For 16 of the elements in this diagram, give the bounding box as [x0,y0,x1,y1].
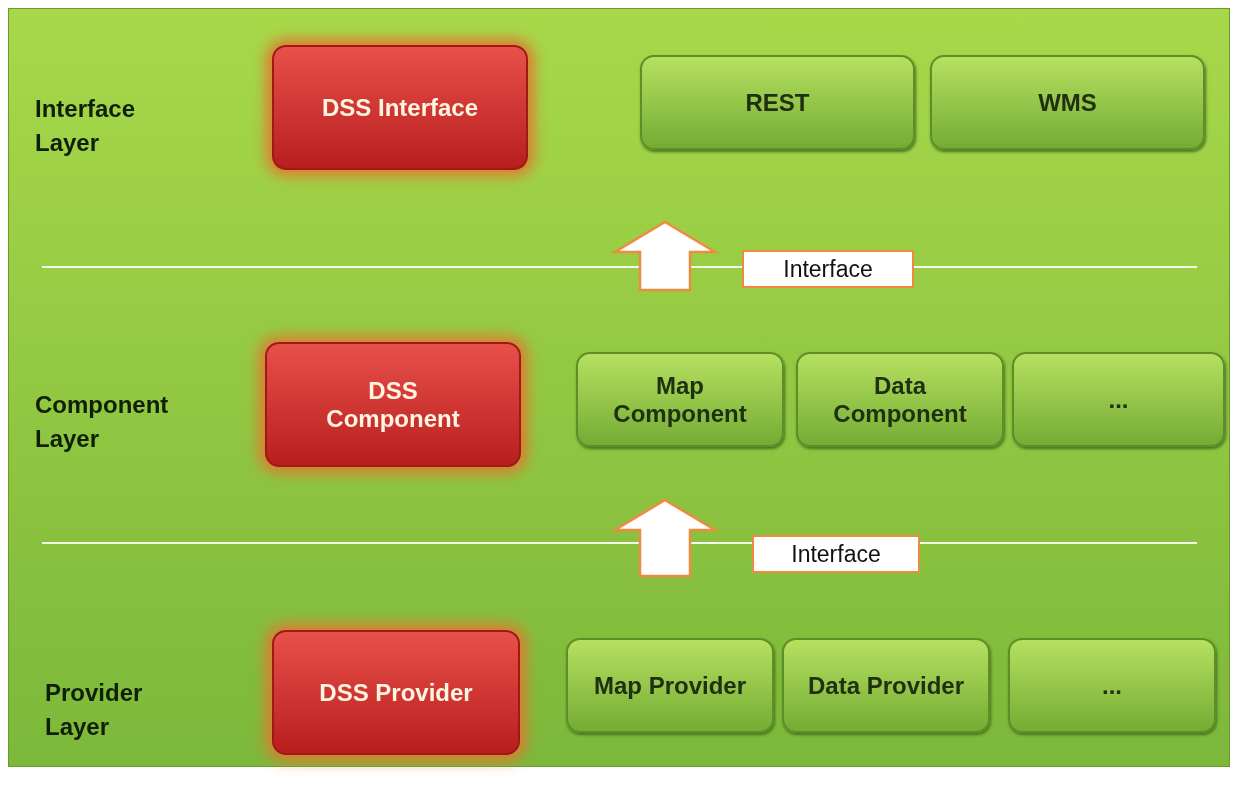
layer-core-box: DSS Provider [272,630,520,755]
module-box: ... [1008,638,1216,733]
layer-core-box: DSS Component [265,342,521,467]
module-box: Map Component [576,352,784,447]
layer-core-box: DSS Interface [272,45,528,170]
layer-label: Component Layer [35,390,170,454]
module-box: Map Provider [566,638,774,733]
module-box: WMS [930,55,1205,150]
interface-tag: Interface [742,250,914,288]
module-box: REST [640,55,915,150]
layer-label: Provider Layer [45,678,144,742]
interface-tag: Interface [752,535,920,573]
module-box: ... [1012,352,1225,447]
layer-label: Interface Layer [35,94,137,158]
module-box: Data Component [796,352,1004,447]
module-box: Data Provider [782,638,990,733]
